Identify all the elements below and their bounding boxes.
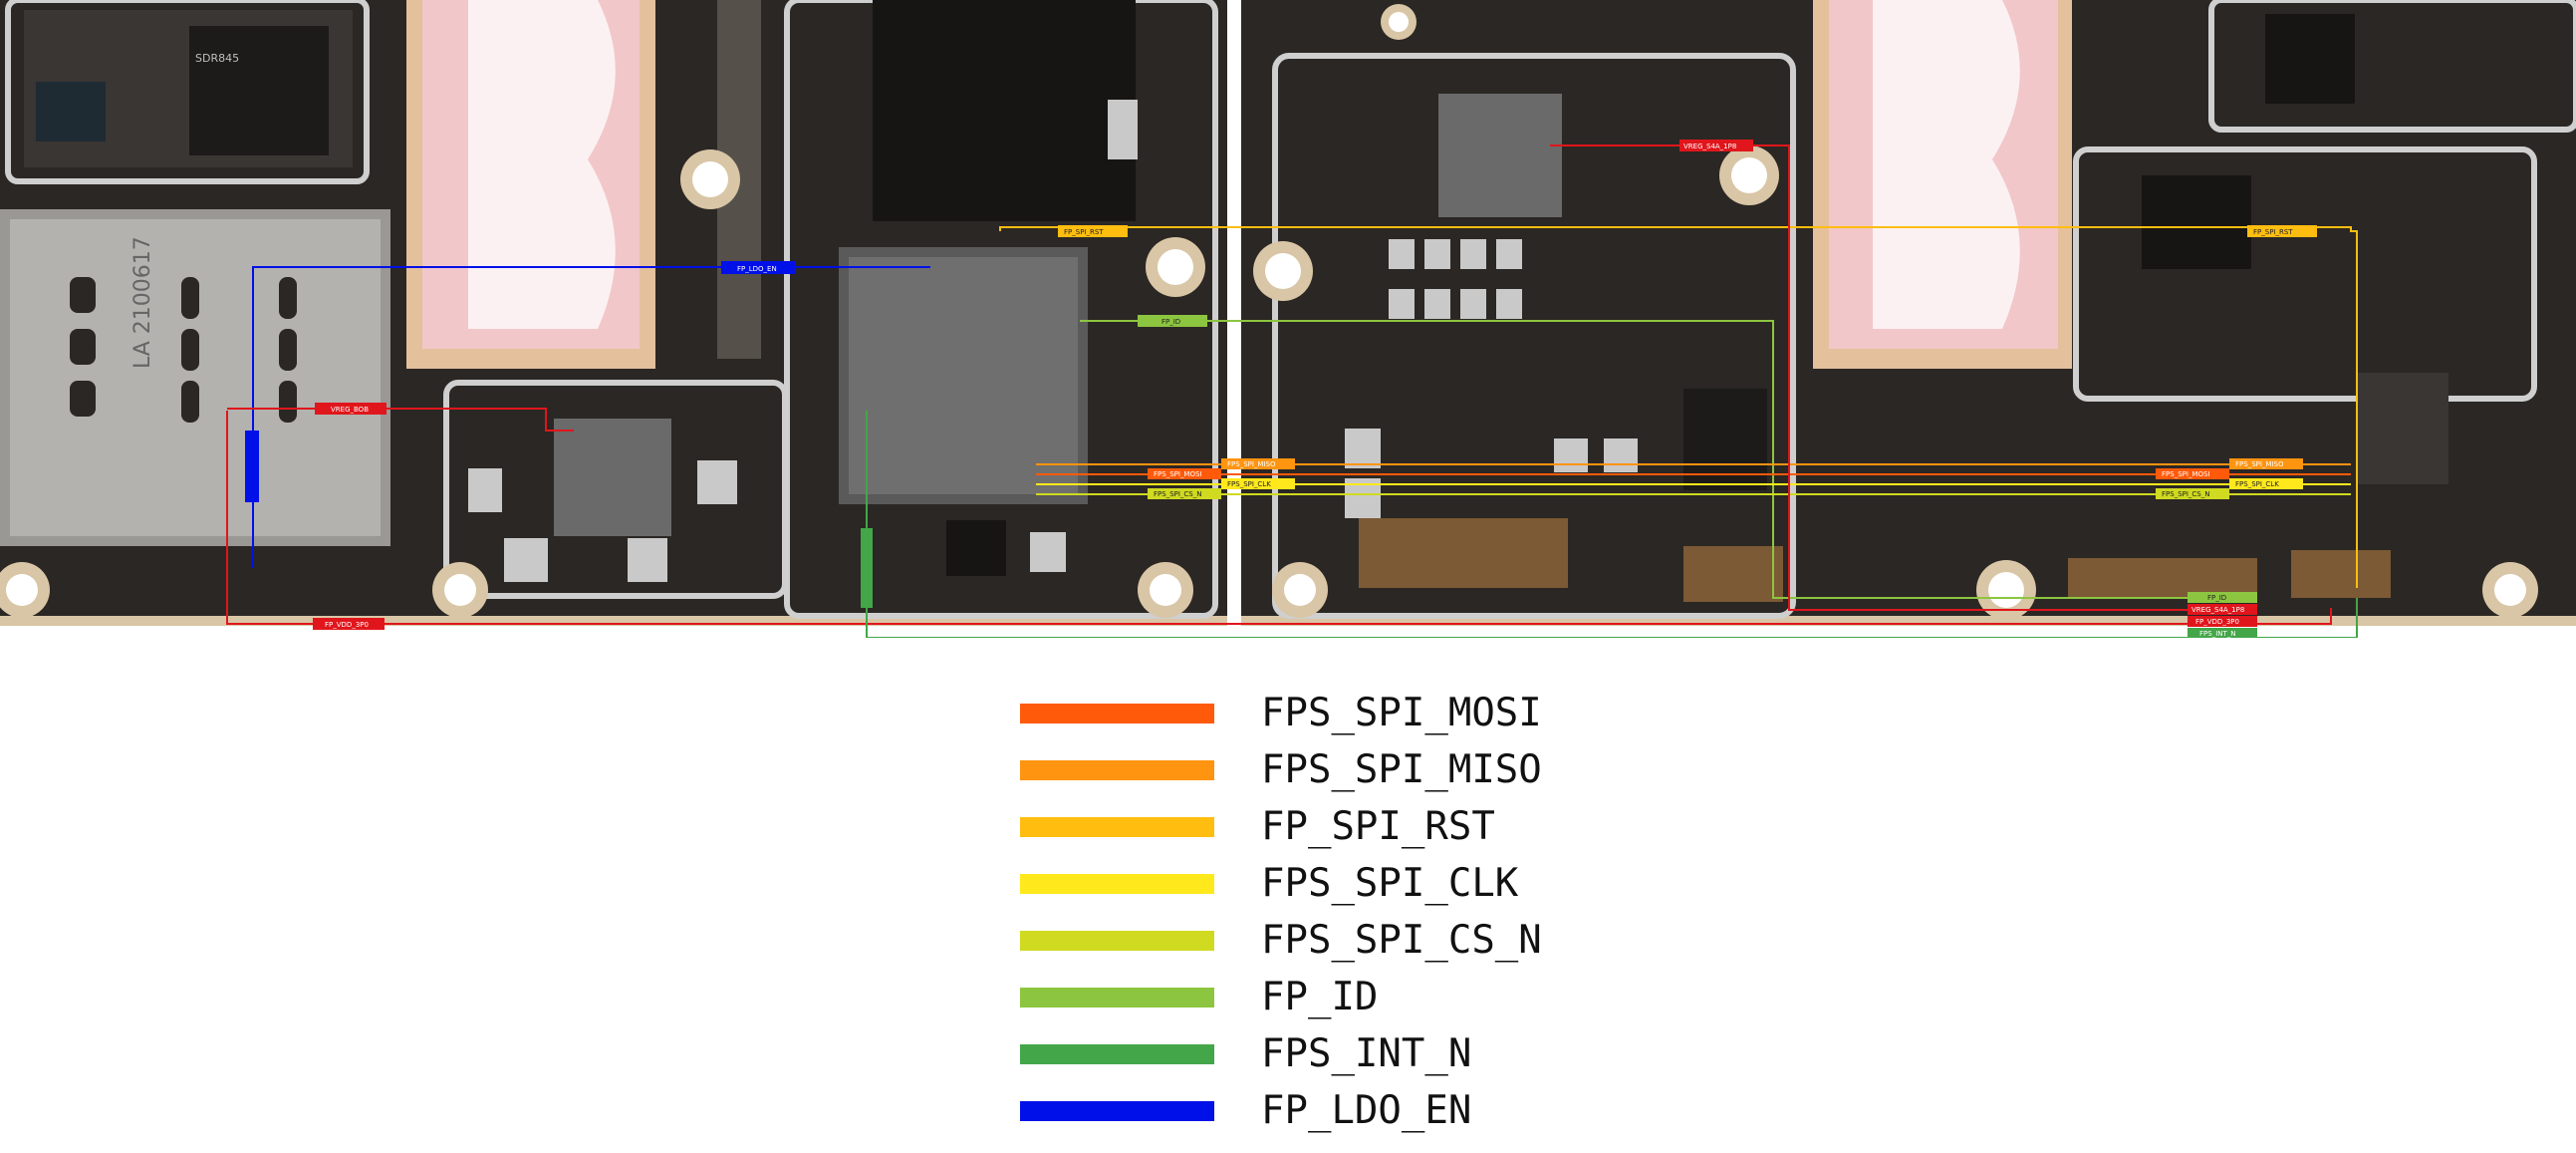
legend-item: FP_ID — [1020, 970, 1658, 1026]
tag-text-fp-ldo-en: FP_LDO_EN — [737, 265, 777, 273]
tag-text-fps-spi-miso-left: FPS_SPI_MISO — [1227, 460, 1276, 468]
tag-text-fp-id-right: FP_ID — [2207, 594, 2226, 602]
slot-marking: LA 2100617 — [130, 236, 155, 369]
tag-text-fps-spi-mosi-left: FPS_SPI_MOSI — [1154, 470, 1201, 478]
tag-text-fps-spi-mosi-right: FPS_SPI_MOSI — [2162, 470, 2209, 478]
tag-fp-id-right: FP_ID — [2188, 592, 2257, 603]
tag-vreg-bob: VREG_BOB — [315, 403, 386, 415]
net-tags: FP_SPI_RST FP_SPI_RST FP_LDO_EN FP_ID VR… — [245, 140, 2317, 638]
legend-item: FPS_SPI_CLK — [1020, 856, 1658, 913]
legend-item: FPS_INT_N — [1020, 1026, 1658, 1083]
legend-item: FPS_SPI_CS_N — [1020, 913, 1658, 970]
legend-swatch — [1020, 817, 1214, 837]
legend-label: FP_ID — [1261, 975, 1379, 1019]
tag-text-fps-spi-clk-left: FPS_SPI_CLK — [1227, 480, 1271, 488]
legend-label: FPS_INT_N — [1261, 1031, 1472, 1076]
trace-fp-spi-rst — [999, 226, 2358, 588]
trace-fp-vdd-3p0 — [226, 411, 2332, 625]
tag-fps-spi-clk-right: FPS_SPI_CLK — [2229, 478, 2303, 489]
right-board — [1241, 0, 2576, 626]
tag-text-vreg-bob: VREG_BOB — [331, 406, 369, 414]
legend-label: FPS_SPI_CS_N — [1261, 918, 1542, 963]
tag-text-fps-spi-cs-n-right: FPS_SPI_CS_N — [2162, 490, 2210, 498]
legend-label: FP_LDO_EN — [1261, 1088, 1472, 1133]
tag-fp-vdd-3p0-right: FP_VDD_3P0 — [2188, 616, 2257, 627]
legend-swatch — [1020, 760, 1214, 780]
legend-label: FPS_SPI_MOSI — [1261, 691, 1542, 735]
trace-vreg-s4a-1p8 — [1550, 144, 2211, 611]
tag-fp-spi-rst-right: FP_SPI_RST — [2247, 225, 2317, 237]
legend-label: FPS_SPI_MISO — [1261, 747, 1542, 792]
tag-text-fp-vdd-3p0-left: FP_VDD_3P0 — [325, 621, 369, 629]
tag-fps-spi-mosi-left: FPS_SPI_MOSI — [1148, 468, 1221, 479]
tag-fp-id: FP_ID — [1138, 315, 1207, 327]
tag-text-fps-spi-cs-n-left: FPS_SPI_CS_N — [1154, 490, 1202, 498]
tag-text-fp-spi-rst-right: FP_SPI_RST — [2253, 228, 2293, 236]
tag-text-fps-int-n-right: FPS_INT_N — [2199, 630, 2236, 638]
tag-fp-ldo-en-vertical — [245, 431, 259, 502]
tag-fps-int-n-right: FPS_INT_N — [2188, 628, 2257, 638]
chip-marking-sdr845: SDR845 — [195, 52, 239, 65]
legend-label: FP_SPI_RST — [1261, 804, 1495, 849]
tag-text-vreg-s4a-1p8: VREG_S4A_1P8 — [1683, 143, 1736, 150]
legend: FPS_SPI_MOSI FPS_SPI_MISO FP_SPI_RST FPS… — [1020, 686, 1658, 1140]
tag-text-vreg-s4a-1p8-right: VREG_S4A_1P8 — [2191, 606, 2244, 614]
tag-text-fp-spi-rst-left: FP_SPI_RST — [1064, 228, 1104, 236]
tag-fp-vdd-3p0-left: FP_VDD_3P0 — [313, 618, 385, 630]
legend-item: FPS_SPI_MOSI — [1020, 686, 1658, 742]
legend-item: FP_LDO_EN — [1020, 1083, 1658, 1140]
tag-fps-spi-miso-left: FPS_SPI_MISO — [1221, 458, 1295, 469]
legend-swatch — [1020, 931, 1214, 951]
tag-fps-spi-clk-left: FPS_SPI_CLK — [1221, 478, 1295, 489]
tag-text-fp-id: FP_ID — [1161, 318, 1180, 326]
tag-fp-ldo-en: FP_LDO_EN — [721, 261, 795, 274]
left-board — [0, 0, 1227, 626]
tag-text-fps-spi-miso-right: FPS_SPI_MISO — [2235, 460, 2284, 468]
tag-text-fps-spi-clk-right: FPS_SPI_CLK — [2235, 480, 2279, 488]
tag-fps-int-n-vertical — [861, 528, 873, 608]
tag-fps-spi-cs-n-right: FPS_SPI_CS_N — [2156, 488, 2229, 499]
tag-fps-spi-mosi-right: FPS_SPI_MOSI — [2156, 468, 2229, 479]
legend-swatch — [1020, 1101, 1214, 1121]
legend-swatch — [1020, 988, 1214, 1008]
tag-vreg-s4a-1p8-right: VREG_S4A_1P8 — [2188, 604, 2257, 615]
legend-item: FPS_SPI_MISO — [1020, 742, 1658, 799]
tag-fps-spi-cs-n-left: FPS_SPI_CS_N — [1148, 488, 1221, 499]
tag-vreg-s4a-1p8: VREG_S4A_1P8 — [1679, 140, 1753, 151]
legend-item: FP_SPI_RST — [1020, 799, 1658, 856]
legend-swatch — [1020, 1044, 1214, 1064]
trace-fp-id — [1080, 320, 2201, 599]
trace-fps-int-n — [866, 411, 2358, 638]
legend-label: FPS_SPI_CLK — [1261, 861, 1519, 906]
legend-swatch — [1020, 704, 1214, 723]
legend-swatch — [1020, 874, 1214, 894]
tag-text-fp-vdd-3p0-right: FP_VDD_3P0 — [2195, 618, 2239, 626]
pcb-board-photo: FP_SPI_RST FP_SPI_RST FP_LDO_EN FP_ID VR… — [0, 0, 2576, 638]
tag-fps-spi-miso-right: FPS_SPI_MISO — [2229, 458, 2303, 469]
tag-fp-spi-rst-left: FP_SPI_RST — [1058, 225, 1128, 237]
